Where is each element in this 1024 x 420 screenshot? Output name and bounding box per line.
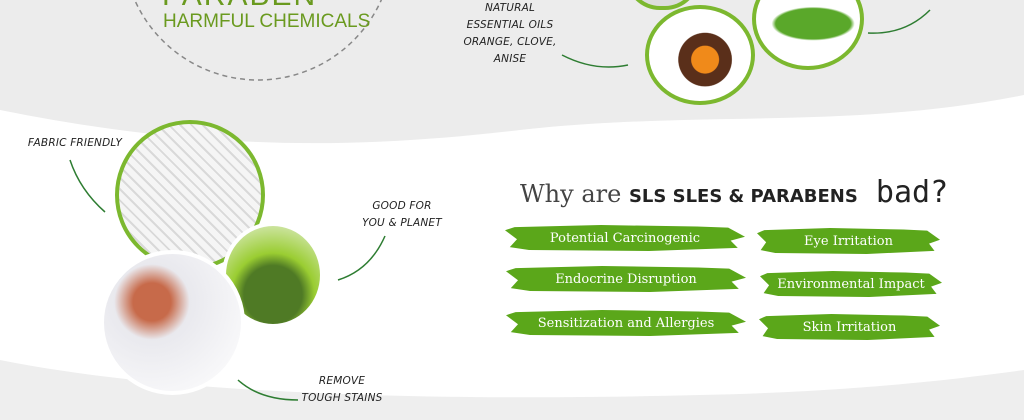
- badge-sensitization-allergies: Sensitization and Allergies: [506, 310, 746, 336]
- remove-stains-label: REMOVE TOUGH STAINS: [292, 373, 392, 407]
- why-prefix: Why are: [520, 180, 629, 208]
- badge-environmental-impact: Environmental Impact: [760, 271, 942, 297]
- why-suffix: bad?: [857, 175, 949, 210]
- spices-image: [645, 5, 755, 105]
- good-for-planet-label: GOOD FOR YOU & PLANET: [352, 198, 452, 232]
- badge-skin-irritation: Skin Irritation: [759, 314, 940, 340]
- stain-image: [100, 250, 245, 395]
- fabric-friendly-label: FABRIC FRIENDLY: [27, 137, 123, 149]
- label-line: ORANGE, CLOVE,: [463, 36, 557, 48]
- label-line: NATURAL: [484, 2, 536, 14]
- label-line: TOUGH STAINS: [301, 392, 383, 404]
- badge-potential-carcinogenic: Potential Carcinogenic: [505, 225, 745, 251]
- why-title: Why are SLS SLES & PARABENS bad?: [520, 175, 948, 210]
- label-line: REMOVE: [318, 375, 366, 387]
- badge-eye-irritation: Eye Irritation: [757, 228, 940, 254]
- label-line: ANISE: [493, 53, 527, 65]
- why-bold: SLS SLES & PARABENS: [628, 186, 858, 207]
- label-line: YOU & PLANET: [362, 217, 442, 229]
- label-line: ESSENTIAL OILS: [466, 19, 554, 31]
- natural-oils-label: NATURAL ESSENTIAL OILS ORANGE, CLOVE, AN…: [455, 0, 565, 68]
- badge-endocrine-disruption: Endocrine Disruption: [506, 266, 746, 292]
- fabric-image: [115, 120, 265, 270]
- label-line: GOOD FOR: [372, 200, 432, 212]
- hero-top-word: PARABEN: [162, 0, 317, 11]
- hero-subtitle: HARMFUL CHEMICALS: [163, 11, 371, 32]
